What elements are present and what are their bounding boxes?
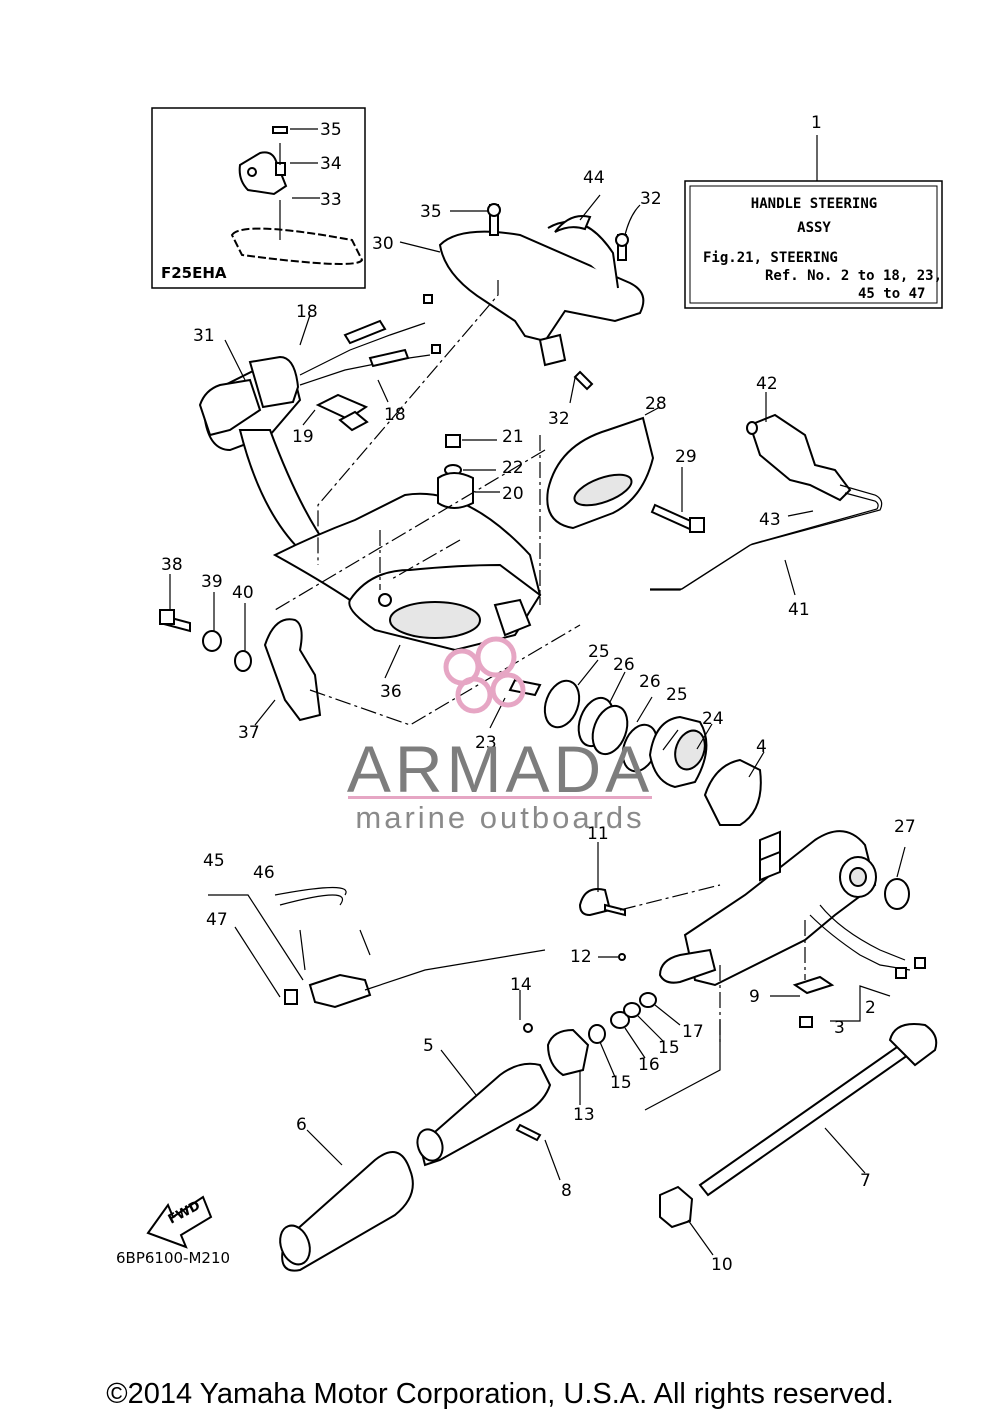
label-19: 19: [292, 427, 314, 447]
label-2: 2: [865, 998, 876, 1018]
label-31: 31: [193, 326, 215, 346]
label-27: 27: [894, 817, 916, 837]
shaft-stack-group: 23 25 26 26 25 24 4: [475, 642, 767, 826]
label-32b: 32: [548, 409, 570, 429]
label-11: 11: [587, 824, 609, 844]
stop-switch-group: 45 46 47: [203, 851, 546, 1009]
inset-label-33: 33: [320, 190, 342, 210]
label-26a: 26: [613, 655, 635, 675]
watermark-tagline: marine outboards: [355, 800, 644, 835]
knob-group: 11 12: [570, 824, 626, 967]
label-5: 5: [423, 1036, 434, 1056]
assy-line4: Ref. No. 2 to 18, 23,: [765, 268, 942, 284]
reference-lines: [274, 280, 806, 1045]
label-24: 24: [702, 709, 724, 729]
label-7: 7: [860, 1171, 871, 1191]
side-cover-group: 28 29: [546, 394, 705, 533]
assy-reference-box: 1 HANDLE STEERING ASSY Fig.21, STEERING …: [684, 113, 943, 309]
label-16: 16: [638, 1055, 660, 1075]
shaft-clamp-group: 7 10: [644, 1020, 938, 1275]
label-32a: 32: [640, 189, 662, 209]
label-22: 22: [502, 458, 524, 478]
link-rod-group: 42 43 41: [650, 374, 883, 620]
label-25b: 25: [666, 685, 688, 705]
label-15a: 15: [658, 1038, 680, 1058]
handle-body-group: 27 2 3 9: [658, 817, 926, 1038]
label-43: 43: [759, 510, 781, 530]
grip-group: 5 6 8: [279, 1036, 572, 1272]
label-29: 29: [675, 447, 697, 467]
label-20: 20: [502, 484, 524, 504]
label-46: 46: [253, 863, 275, 883]
label-42: 42: [756, 374, 778, 394]
label-35: 35: [420, 202, 442, 222]
label-45: 45: [203, 851, 225, 871]
fwd-arrow: FWD: [146, 1195, 213, 1249]
bracket-group: 38 39 40 36 37: [159, 492, 542, 743]
label-39: 39: [201, 572, 223, 592]
label-17: 17: [682, 1022, 704, 1042]
grommet-cables-group: 31 18 18 19: [193, 294, 441, 562]
label-15b: 15: [610, 1073, 632, 1093]
inset-label-34: 34: [320, 154, 342, 174]
label-37: 37: [238, 723, 260, 743]
diagram-code: 6BP6100-M210: [116, 1249, 230, 1267]
throttle-parts-group: 14 13 15 16 15 17: [510, 975, 704, 1125]
label-3: 3: [834, 1018, 845, 1038]
label-26b: 26: [639, 672, 661, 692]
label-10: 10: [711, 1255, 733, 1275]
label-8: 8: [561, 1181, 572, 1201]
label-40: 40: [232, 583, 254, 603]
inset-f25eha: 35 34 33 F25EHA: [151, 107, 366, 289]
label-12: 12: [570, 947, 592, 967]
label-38: 38: [161, 555, 183, 575]
label-41: 41: [788, 600, 810, 620]
label-18a: 18: [296, 302, 318, 322]
inset-title: F25EHA: [161, 264, 227, 282]
inset-label-35: 35: [320, 120, 342, 140]
label-6: 6: [296, 1115, 307, 1135]
label-23: 23: [475, 733, 497, 753]
assy-line2: ASSY: [797, 220, 831, 236]
label-14: 14: [510, 975, 532, 995]
assy-line5: 45 to 47: [858, 286, 925, 302]
label-13: 13: [573, 1105, 595, 1125]
label-36: 36: [380, 682, 402, 702]
watermark-name: ARMADA: [347, 732, 653, 806]
copyright-notice: ©2014 Yamaha Motor Corporation, U.S.A. A…: [106, 1378, 894, 1410]
label-28: 28: [645, 394, 667, 414]
label-30: 30: [372, 234, 394, 254]
watermark-logo-icon: [443, 636, 526, 714]
label-9: 9: [749, 987, 760, 1007]
watermark: ARMADA marine outboards: [347, 636, 653, 835]
small-parts-group: 21 22 20: [437, 427, 524, 509]
assy-line1: HANDLE STEERING: [751, 196, 877, 212]
label-25a: 25: [588, 642, 610, 662]
label-21: 21: [502, 427, 524, 447]
label-44: 44: [583, 168, 605, 188]
assy-ref-number: 1: [811, 113, 822, 133]
handle-cover-group: 44 35 32 30 32: [372, 168, 662, 429]
assy-line3: Fig.21, STEERING: [703, 250, 838, 266]
label-4: 4: [756, 737, 767, 757]
label-47: 47: [206, 910, 228, 930]
